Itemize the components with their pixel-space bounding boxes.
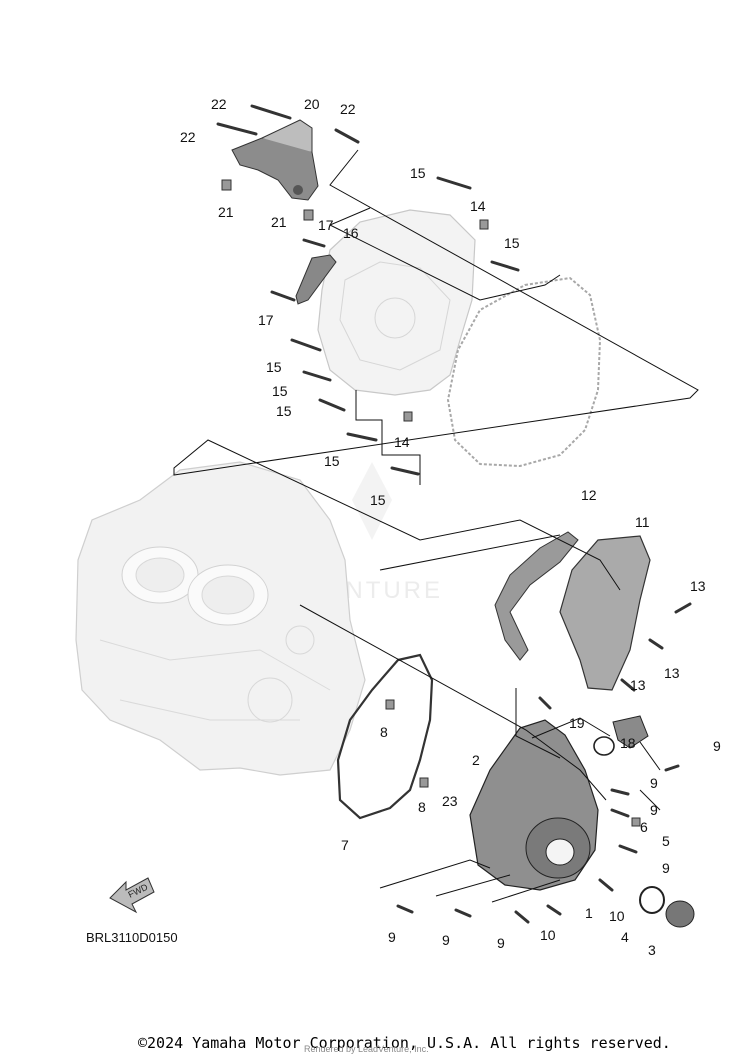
generator-cover — [469, 719, 599, 891]
upper-crankcase-cover — [317, 209, 476, 396]
callout-16: 16 — [343, 225, 359, 241]
callout-1: 1 — [585, 905, 593, 921]
callout-3: 3 — [648, 942, 656, 958]
diagram-code: BRL3110D0150 — [86, 930, 178, 945]
callout-15g: 15 — [370, 492, 386, 508]
callout-10b: 10 — [609, 908, 625, 924]
callout-11: 11 — [635, 514, 650, 530]
oring-small — [593, 736, 615, 756]
leader-lines — [173, 149, 699, 903]
callout-21a: 21 — [218, 204, 234, 220]
copyright-notice: ©2024 Yamaha Motor Corporation, U.S.A. A… — [138, 1034, 671, 1052]
forward-arrow: FWD — [109, 877, 155, 914]
callout-9a: 9 — [713, 738, 721, 754]
callouts: 1 2 3 4 5 6 7 8 8 9 9 9 9 9 9 9 10 10 11… — [180, 96, 721, 958]
callout-9c: 9 — [650, 802, 658, 818]
callout-7: 7 — [341, 837, 349, 853]
cover-gasket — [336, 653, 434, 820]
callout-13c: 13 — [630, 677, 646, 693]
callout-13a: 13 — [690, 578, 706, 594]
callout-9b: 9 — [650, 775, 658, 791]
callout-15e: 15 — [276, 403, 292, 419]
callout-18: 18 — [620, 735, 636, 751]
callout-17b: 17 — [258, 312, 274, 328]
oil-delivery-pipe — [494, 531, 579, 661]
callout-15f: 15 — [324, 453, 340, 469]
oil-filter-cap — [612, 715, 649, 749]
callout-9g: 9 — [497, 935, 505, 951]
callout-12: 12 — [581, 487, 597, 503]
engine-crankcase — [75, 461, 366, 776]
callout-23: 23 — [442, 793, 458, 809]
callout-4: 4 — [621, 929, 629, 945]
callout-15d: 15 — [272, 383, 288, 399]
callout-19: 19 — [569, 715, 585, 731]
callout-20: 20 — [304, 96, 320, 112]
callout-14b: 14 — [394, 434, 410, 450]
o-ring — [639, 886, 665, 914]
callout-22c: 22 — [180, 129, 196, 145]
callout-21b: 21 — [271, 214, 287, 230]
callout-9e: 9 — [388, 929, 396, 945]
crank-stay — [295, 254, 337, 305]
callout-14a: 14 — [470, 198, 486, 214]
sprocket-cover — [559, 535, 651, 691]
callout-2: 2 — [472, 752, 480, 768]
callout-22a: 22 — [211, 96, 227, 112]
callout-15c: 15 — [266, 359, 282, 375]
callout-9d: 9 — [662, 860, 670, 876]
plug — [665, 900, 695, 928]
callout-5: 5 — [662, 833, 670, 849]
callout-22b: 22 — [340, 101, 356, 117]
callout-15b: 15 — [504, 235, 520, 251]
callout-8b: 8 — [418, 799, 426, 815]
callout-8a: 8 — [380, 724, 388, 740]
callout-9f: 9 — [442, 932, 450, 948]
dowel-pins — [221, 179, 641, 827]
rendered-by: Rendered by LeadVenture, Inc. — [304, 1044, 429, 1054]
engine-bracket — [231, 119, 319, 201]
callout-17a: 17 — [318, 217, 334, 233]
callout-15a: 15 — [410, 165, 426, 181]
callout-13b: 13 — [664, 665, 680, 681]
callout-6: 6 — [640, 819, 648, 835]
bolts — [216, 104, 692, 924]
cover-gasket-upper — [446, 276, 602, 468]
callout-10a: 10 — [540, 927, 556, 943]
